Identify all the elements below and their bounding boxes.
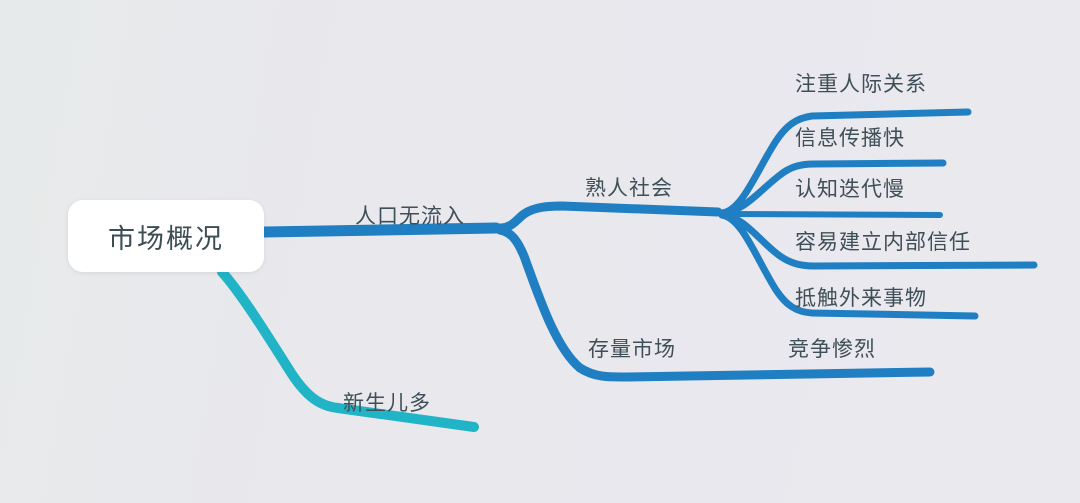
leaf-label-internal-trust[interactable]: 容易建立内部信任 xyxy=(795,230,971,254)
trunk-line-population xyxy=(258,222,502,238)
root-node[interactable]: 市场概况 xyxy=(68,200,264,272)
leaf-line-slow-cognition xyxy=(720,211,943,218)
leaf-label-interpersonal[interactable]: 注重人际关系 xyxy=(795,72,927,96)
branch-line-newborns xyxy=(217,267,479,432)
branch-label-stock-market[interactable]: 存量市场 xyxy=(588,337,676,361)
branch-label-population[interactable]: 人口无流入 xyxy=(355,204,465,228)
leaf-line-info-spread xyxy=(718,159,947,217)
branch-line-acquaintance-society xyxy=(495,201,723,233)
branch-label-newborns[interactable]: 新生儿多 xyxy=(343,391,431,415)
leaf-label-resist-foreign[interactable]: 抵触外来事物 xyxy=(795,286,927,310)
root-node-label: 市场概况 xyxy=(108,223,224,255)
leaf-line-interpersonal xyxy=(718,108,972,217)
branch-line-stock-market xyxy=(495,225,935,382)
leaf-label-info-spread[interactable]: 信息传播快 xyxy=(795,126,905,150)
branch-label-acquaintance-society[interactable]: 熟人社会 xyxy=(585,176,673,200)
leaf-label-slow-cognition[interactable]: 认知迭代慢 xyxy=(795,177,905,201)
leaf-line-resist-foreign xyxy=(718,211,979,320)
leaf-label-fierce-competition[interactable]: 竞争惨烈 xyxy=(788,337,876,361)
leaf-line-internal-trust xyxy=(718,211,1038,270)
